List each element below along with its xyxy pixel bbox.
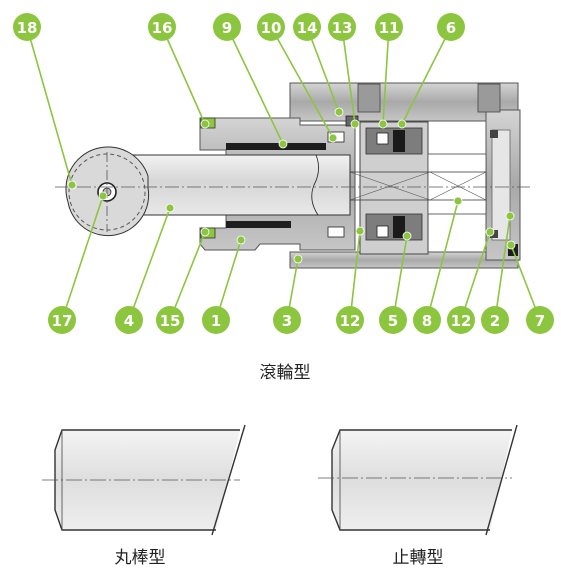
callout-5: 5	[379, 306, 407, 334]
callout-17: 17	[48, 306, 76, 334]
callout-16: 16	[148, 13, 176, 41]
callout-18: 18	[13, 13, 41, 41]
gasket-bottom	[327, 226, 345, 238]
end-cap-inner	[491, 129, 511, 241]
callout-12-a: 12	[336, 306, 364, 334]
bushing-top	[226, 143, 326, 150]
callout-14: 14	[293, 13, 321, 41]
round-bar-type-drawing	[42, 424, 246, 536]
svg-text:15: 15	[160, 312, 181, 330]
svg-text:3: 3	[282, 312, 292, 330]
seal-small-top	[376, 132, 389, 145]
port-fitting-left	[357, 83, 381, 113]
leader-lines	[26, 26, 541, 321]
callout-2: 2	[481, 306, 509, 334]
svg-text:16: 16	[152, 19, 173, 37]
callout-1: 1	[202, 306, 230, 334]
svg-text:12: 12	[451, 312, 472, 330]
callout-11: 11	[375, 13, 403, 41]
svg-text:2: 2	[490, 312, 500, 330]
anti-rotation-type-drawing	[318, 424, 518, 536]
svg-text:9: 9	[222, 19, 232, 37]
caption-roller-type: 滾輪型	[260, 363, 311, 383]
cushion-cross	[349, 171, 487, 201]
callout-9: 9	[213, 13, 241, 41]
callout-8: 8	[413, 306, 441, 334]
cylinder-assembly	[55, 82, 530, 269]
svg-text:10: 10	[261, 19, 282, 37]
svg-text:14: 14	[297, 19, 318, 37]
seal-small-bottom	[376, 225, 389, 238]
bushing-bottom	[226, 221, 291, 228]
callout-7: 7	[526, 306, 554, 334]
callout-3: 3	[273, 306, 301, 334]
svg-text:8: 8	[422, 312, 432, 330]
end-cap-o-ring-bottom	[490, 230, 498, 238]
svg-text:5: 5	[388, 312, 398, 330]
caption-round-bar-type: 丸棒型	[115, 548, 166, 568]
caption-anti-rotation-type: 止轉型	[393, 548, 444, 568]
callout-15: 15	[156, 306, 184, 334]
target-dots	[67, 107, 516, 264]
rod-break-line	[311, 154, 319, 216]
callout-6: 6	[437, 13, 465, 41]
svg-text:18: 18	[17, 19, 38, 37]
svg-text:7: 7	[535, 312, 545, 330]
svg-text:13: 13	[332, 19, 353, 37]
callout-13: 13	[328, 13, 356, 41]
callout-badges-top: 18 16 9 10 14 13 11 6	[13, 13, 465, 41]
svg-text:12: 12	[340, 312, 361, 330]
svg-text:11: 11	[379, 19, 400, 37]
svg-text:4: 4	[124, 312, 134, 330]
svg-text:6: 6	[446, 19, 456, 37]
magnet-top	[393, 130, 405, 152]
callout-10: 10	[257, 13, 285, 41]
callout-4: 4	[115, 306, 143, 334]
svg-text:17: 17	[52, 312, 73, 330]
callout-badges-bottom: 17 4 15 1 3 12 5 8 12 2 7	[48, 306, 554, 334]
svg-text:1: 1	[211, 312, 221, 330]
end-cap-o-ring-top	[490, 130, 498, 138]
port-fitting-right	[477, 83, 501, 113]
callout-12-b: 12	[447, 306, 475, 334]
magnet-bottom	[393, 216, 405, 238]
